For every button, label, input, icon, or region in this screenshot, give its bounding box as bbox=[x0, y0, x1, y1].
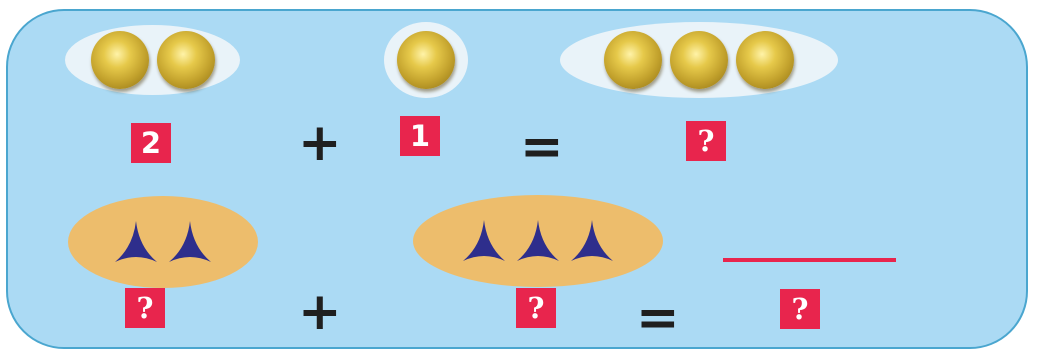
plus-sign: + bbox=[298, 113, 342, 173]
triangle-group-two bbox=[68, 196, 258, 288]
number-box-2: 2 bbox=[131, 123, 171, 163]
gold-coin-icon bbox=[604, 31, 662, 89]
gold-coin-icon bbox=[736, 31, 794, 89]
triangle-group-three bbox=[413, 195, 663, 287]
unknown-box-second-addend: ? bbox=[516, 288, 556, 328]
blue-triangle-icon bbox=[517, 220, 559, 261]
unknown-box-first-addend: ? bbox=[125, 288, 165, 328]
coin-group-two bbox=[65, 25, 240, 95]
plus-sign-row2: + bbox=[298, 282, 342, 342]
blue-triangle-icon bbox=[115, 221, 157, 262]
gold-coin-icon bbox=[90, 31, 149, 89]
gold-coin-icon bbox=[397, 31, 455, 89]
answer-line bbox=[723, 258, 896, 262]
gold-coin-icon bbox=[670, 31, 728, 89]
blue-triangle-icon bbox=[463, 220, 505, 261]
equals-sign-row2: = bbox=[636, 288, 680, 348]
coin-group-one bbox=[384, 22, 468, 98]
coin-group-three bbox=[560, 22, 838, 98]
unknown-sum-box: ? bbox=[686, 121, 726, 161]
number-box-1: 1 bbox=[400, 116, 440, 156]
equals-sign: = bbox=[520, 117, 564, 177]
blue-triangle-icon bbox=[571, 220, 613, 261]
gold-coin-icon bbox=[156, 31, 215, 89]
blue-triangle-icon bbox=[169, 221, 211, 262]
unknown-answer-box: ? bbox=[780, 289, 820, 329]
